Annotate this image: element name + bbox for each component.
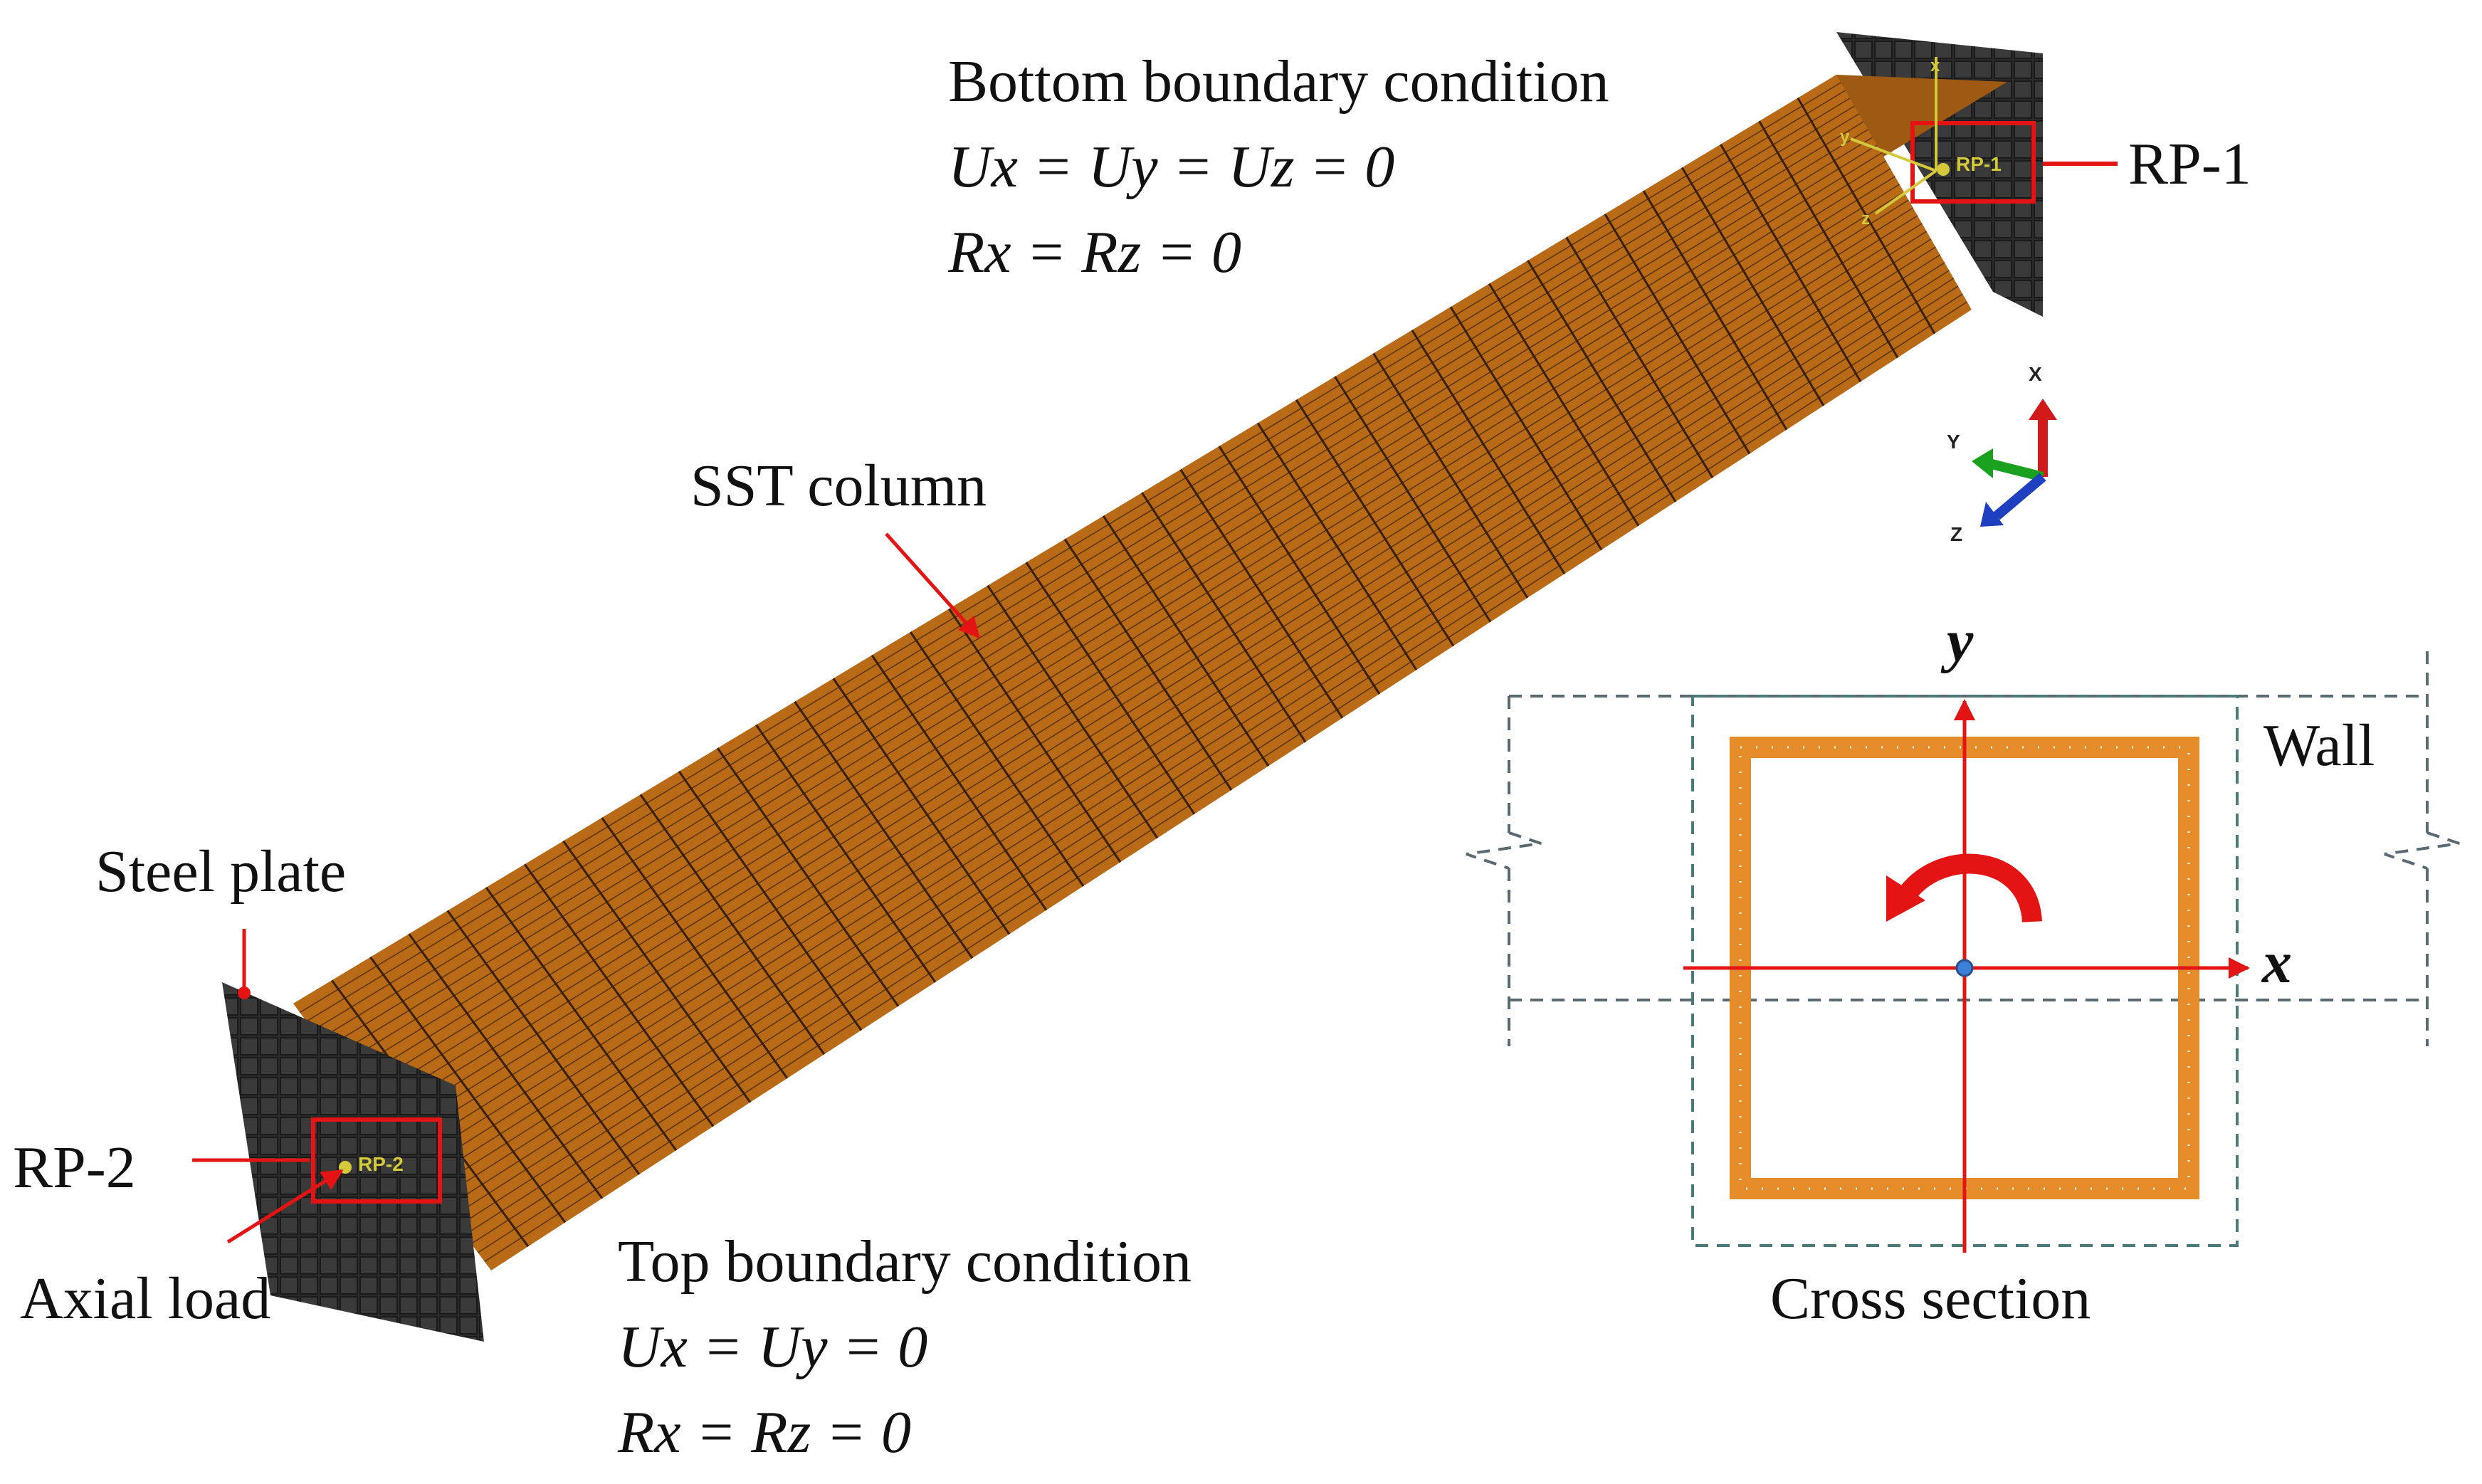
rp1-tag: RP-1 [1956,153,2002,175]
bottom-bc-title: Bottom boundary condition [948,48,1609,115]
rp1-label: RP-1 [2128,131,2251,197]
top-bc-line2: Rx = Rz = 0 [617,1399,911,1465]
labels: Bottom boundary condition Ux = Uy = Uz =… [13,48,2375,1465]
wall-label: Wall [2263,712,2375,779]
local-csys-icon [1850,57,1937,215]
axial-load-label: Axial load [20,1265,270,1332]
cross-section-diagram [1466,651,2460,1253]
column-mesh [299,82,1968,1263]
rp2-tag: RP-2 [358,1153,404,1175]
sst-column-model [222,32,2043,1342]
bottom-bc-line1: Ux = Uy = Uz = 0 [948,134,1394,200]
top-bc-title: Top boundary condition [618,1228,1192,1295]
svg-text:y: y [1840,127,1850,147]
cross-section-label: Cross section [1770,1265,2091,1332]
svg-text:x: x [1930,56,1940,75]
axis-y-label: y [1940,608,1974,674]
triad-z-label: Z [1950,523,1962,545]
rp2-label: RP-2 [13,1135,136,1201]
triad-y-label: Y [1947,431,1960,453]
near-steel-plate [222,982,484,1342]
rp1-marker: RP-1 x y z [1840,56,2118,228]
column-front-face [293,75,1972,1270]
top-bc-line1: Ux = Uy = 0 [618,1314,927,1380]
steel-plate-label: Steel plate [95,838,346,905]
svg-text:z: z [1861,209,1870,228]
annotation-leaders [192,532,981,1244]
axis-x-label: x [2261,930,2292,996]
bottom-bc-line2: Rx = Rz = 0 [947,219,1241,285]
sst-column-label: SST column [690,453,987,519]
global-triad: X Y Z [1947,363,2057,545]
triad-x-label: X [2029,363,2042,385]
